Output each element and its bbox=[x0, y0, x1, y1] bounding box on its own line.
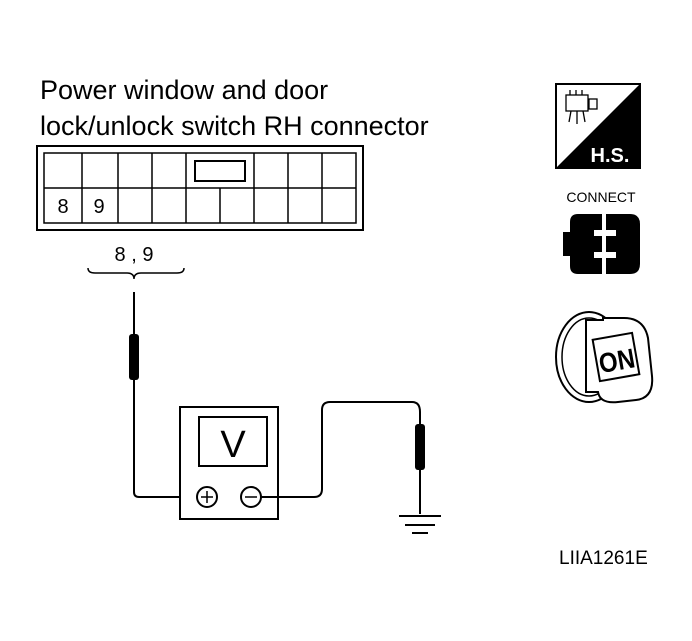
positive-probe bbox=[129, 292, 195, 498]
connector bbox=[36, 145, 364, 231]
connect-label: CONNECT bbox=[566, 189, 636, 205]
ignition-on-label: ON bbox=[597, 344, 638, 380]
voltmeter-display-label: V bbox=[220, 424, 246, 466]
pin-label-9: 9 bbox=[93, 196, 104, 218]
pin-label-8: 8 bbox=[57, 196, 68, 218]
harness-side-icon bbox=[555, 83, 641, 169]
title-line-1: Power window and door bbox=[40, 75, 329, 105]
ignition-key-icon bbox=[555, 311, 654, 404]
pin-brace bbox=[87, 267, 185, 280]
diagram-id: LIIA1261E bbox=[559, 548, 648, 569]
voltmeter-display bbox=[198, 416, 268, 467]
negative-probe bbox=[261, 401, 425, 514]
ground-icon bbox=[399, 515, 441, 534]
harness-side-label: H.S. bbox=[591, 145, 630, 167]
probe-pin-label: 8 , 9 bbox=[115, 244, 154, 266]
diagram-title: Power window and door lock/unlock switch… bbox=[40, 72, 429, 144]
connect-icon bbox=[563, 214, 640, 274]
connector-latch bbox=[194, 160, 246, 182]
title-line-2: lock/unlock switch RH connector bbox=[40, 111, 429, 141]
voltmeter bbox=[179, 406, 279, 520]
